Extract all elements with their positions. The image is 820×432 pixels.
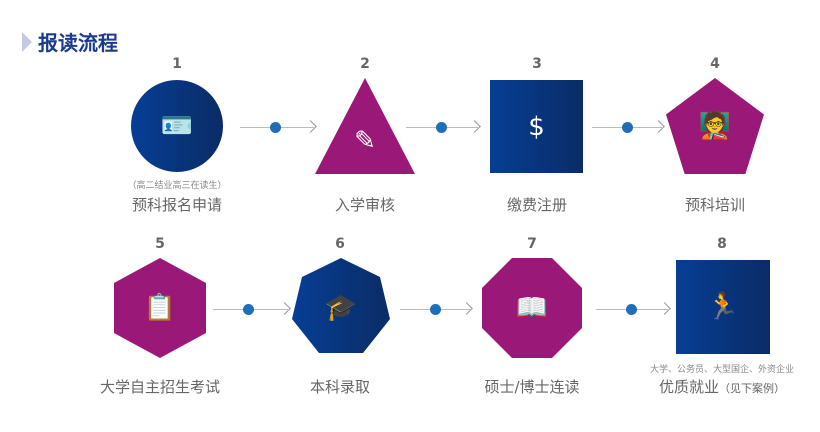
section-title: 报读流程 [22, 27, 118, 56]
step-8-label-suffix: （见下案例） [719, 382, 786, 395]
section-title-text: 报读流程 [38, 31, 118, 55]
running-businessman-icon: 🏃 [706, 292, 740, 322]
step-1-circle: 🪪 [131, 80, 223, 172]
step-1-note: （高二结业高三在读生） [127, 181, 227, 191]
step-number: 1 [172, 56, 182, 72]
pencil-icon: ✎ [354, 126, 376, 156]
step-1-label: 预科报名申请 [131, 196, 223, 214]
step-number: 5 [155, 236, 165, 252]
step-number: 7 [527, 236, 537, 252]
connector-arrow [592, 120, 665, 133]
step-8-label-text: 优质就业 [658, 378, 720, 396]
graduation-cap-icon: 🎓 [324, 293, 358, 323]
step-8-note: 大学、公务员、大型国企、外资企业 [649, 365, 795, 375]
coins-icon: $ [528, 111, 545, 142]
step-number: 4 [710, 56, 720, 72]
connector-arrow [213, 302, 291, 315]
teacher-board-icon: 🧑‍🏫 [698, 111, 732, 141]
reading-person-icon: 📖 [515, 293, 549, 323]
step-8-square: 🏃 [676, 260, 770, 354]
step-6-heptagon: 🎓 [292, 258, 390, 353]
step-2-triangle: ✎ [315, 78, 415, 174]
triangle-marker-icon [22, 31, 32, 52]
step-2-label: 入学审核 [334, 196, 396, 214]
connector-arrow [400, 302, 473, 315]
step-3-square: $ [490, 80, 583, 173]
step-7-label: 硕士/博士连读 [484, 378, 580, 396]
connector-arrow [240, 120, 317, 133]
step-number: 3 [532, 56, 542, 72]
step-number: 6 [335, 236, 345, 252]
connector-arrow [596, 302, 671, 315]
step-7-octagon: 📖 [482, 258, 582, 358]
step-number: 8 [717, 236, 727, 252]
step-5-hexagon: 📋 [114, 258, 206, 358]
document-icon: 📋 [143, 293, 177, 323]
step-6-label: 本科录取 [309, 378, 371, 396]
step-8-label: 优质就业（见下案例） [659, 376, 785, 397]
connector-arrow [406, 120, 481, 133]
step-4-pentagon: 🧑‍🏫 [666, 78, 764, 174]
step-3-label: 缴费注册 [506, 196, 568, 214]
step-number: 2 [360, 56, 370, 72]
id-badge-icon: 🪪 [160, 111, 194, 141]
step-5-label: 大学自主招生考试 [99, 378, 221, 396]
step-4-label: 预科培训 [684, 196, 746, 214]
